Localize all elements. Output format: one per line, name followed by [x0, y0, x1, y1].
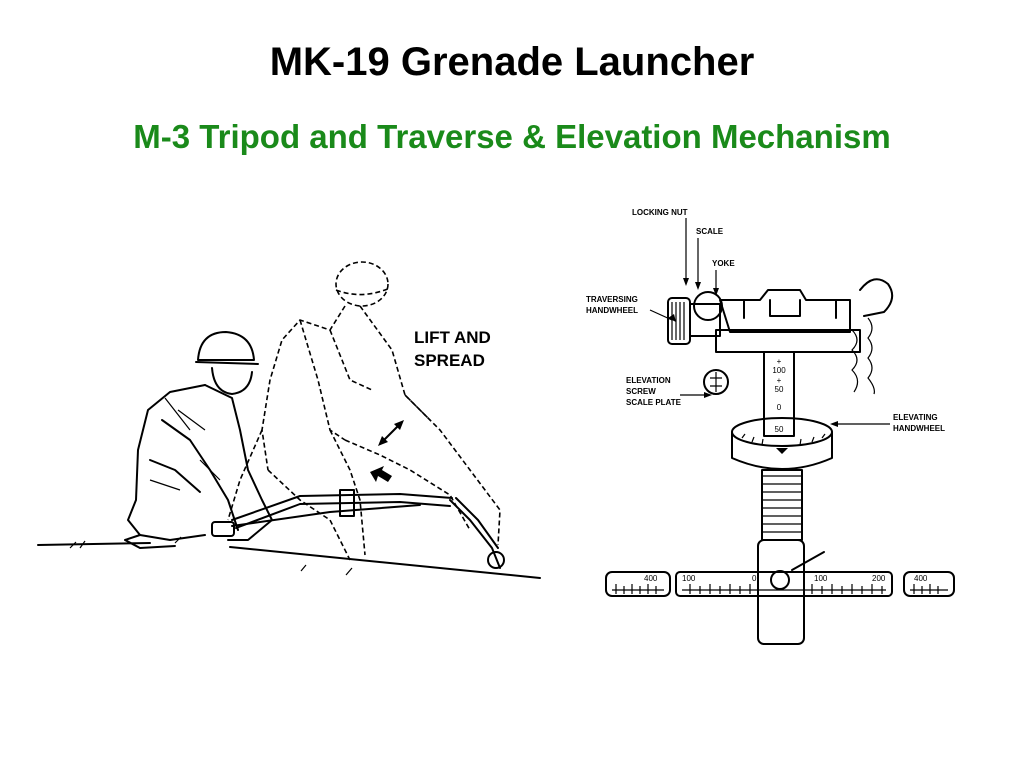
elevating-handwheel	[731, 431, 833, 470]
scale-label: SCALE	[696, 227, 724, 236]
elevating-label-2: HANDWHEEL	[893, 424, 945, 433]
pintle-clip	[859, 278, 894, 317]
traverse-tick-center-left: 100	[682, 574, 696, 583]
grass-marks	[69, 536, 353, 576]
spread-label: SPREAD	[414, 351, 485, 370]
traverse-tick-zero: 0	[752, 574, 757, 583]
svg-text:+: +	[777, 376, 782, 385]
spread-arrow-heads	[378, 420, 404, 446]
locking-nut	[693, 291, 723, 321]
svg-text:50: 50	[775, 385, 784, 394]
svg-text:100: 100	[772, 366, 786, 375]
ground-line	[37, 542, 541, 579]
elevation-scale-plate	[763, 351, 795, 437]
lift-and-label: LIFT AND	[414, 328, 491, 347]
traversing-label-1: TRAVERSING	[586, 295, 638, 304]
pintle-shaft	[757, 539, 805, 645]
traverse-tick-left-block: 400	[644, 574, 658, 583]
tripod-legs	[231, 489, 505, 569]
lift-arrow	[370, 466, 392, 482]
elevation-label-2: SCREW	[626, 387, 656, 396]
yoke	[719, 289, 851, 333]
chain	[851, 317, 875, 395]
page-title: MK-19 Grenade Launcher	[269, 40, 755, 84]
svg-text:0: 0	[777, 403, 782, 412]
traverse-tick-far: 200	[872, 574, 886, 583]
elevation-label-1: ELEVATION	[626, 376, 671, 385]
traversing-handwheel	[667, 297, 691, 345]
tripod-setup-illustration: LIFT AND SPREAD	[37, 261, 541, 579]
threaded-screw	[761, 469, 803, 541]
traverse-elevation-mechanism: LOCKING NUT SCALE YOKE TRAVERSING HANDWH…	[586, 208, 955, 645]
standing-soldier-outline	[227, 261, 501, 561]
traversing-label-2: HANDWHEEL	[586, 306, 638, 315]
page-subtitle: M-3 Tripod and Traverse & Elevation Mech…	[133, 118, 891, 155]
svg-text:+: +	[777, 357, 782, 366]
traverse-tick-center-right: 100	[814, 574, 828, 583]
locking-nut-label: LOCKING NUT	[632, 208, 688, 217]
kneeling-soldier	[124, 331, 273, 549]
traverse-tick-right-block: 400	[914, 574, 928, 583]
elevation-label-3: SCALE PLATE	[626, 398, 682, 407]
traverse-bar: 400 100 0 100 200 400	[605, 571, 955, 597]
yoke-label: YOKE	[712, 259, 735, 268]
svg-text:50: 50	[775, 425, 784, 434]
elevating-label-1: ELEVATING	[893, 413, 938, 422]
